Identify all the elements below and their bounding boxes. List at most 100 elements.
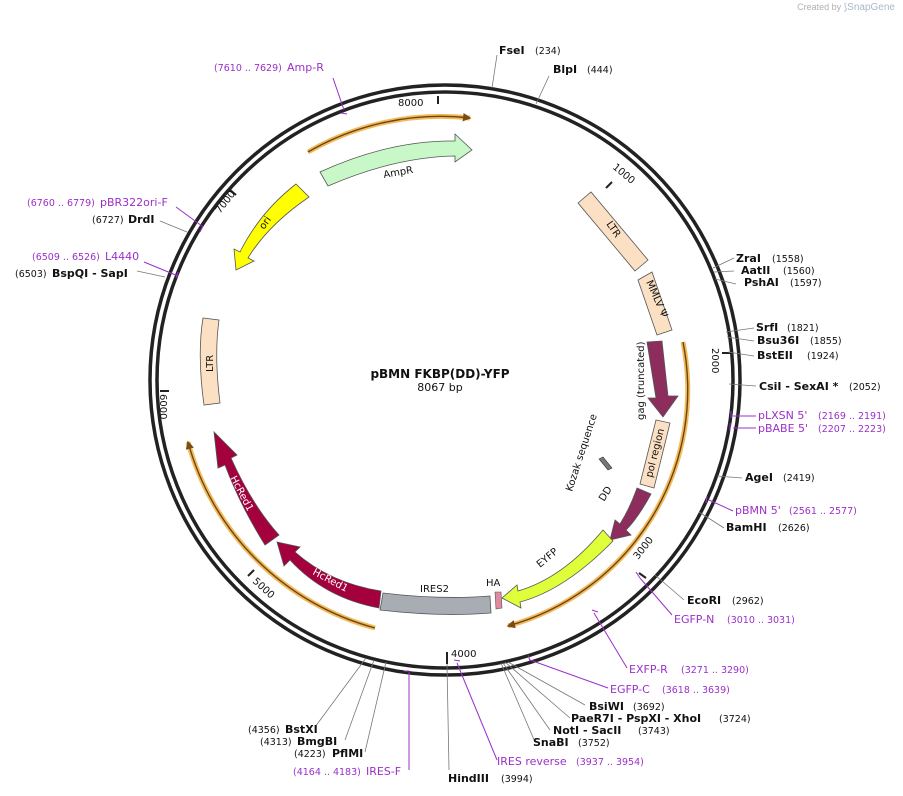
feature-dd[interactable]: DD <box>597 484 652 541</box>
primer-amp-r[interactable]: (7610 .. 7629)Amp-R <box>214 61 324 74</box>
enzyme-pos: (6727) <box>92 215 124 226</box>
enzyme-ecori[interactable]: EcoRI(2962) <box>687 594 764 607</box>
feature-label: Kozak sequence <box>564 413 599 493</box>
tick-4000: 4000 <box>446 649 476 664</box>
primer-egfp-c[interactable]: EGFP-C (3618 .. 3639) <box>610 683 730 696</box>
enzyme-pos: (2419) <box>783 473 815 484</box>
enzyme-srfi[interactable]: SrfI(1821) <box>756 321 819 334</box>
enzyme-bsu36i[interactable]: Bsu36I(1855) <box>757 334 842 347</box>
feature-label: gag (truncated) <box>636 341 647 420</box>
feature-hcred1-lower[interactable]: HcRed1 <box>276 541 382 609</box>
enzyme-bsteii[interactable]: BstEII(1924) <box>757 349 839 362</box>
primer-pos: (3618 .. 3639) <box>662 685 730 696</box>
enzyme-pos: (2626) <box>778 523 810 534</box>
feature-label: HA <box>486 578 501 589</box>
enzyme-name: AgeI <box>745 471 773 484</box>
enzyme-name: NotI - SacII <box>553 724 621 737</box>
enzyme-hindiii[interactable]: HindIII(3994) <box>448 772 533 785</box>
feature-label: EYFP <box>535 546 561 570</box>
primer-l4440[interactable]: (6509 .. 6526)L4440 <box>32 250 139 263</box>
enzyme-drdi[interactable]: DrdI(6727) <box>92 213 155 226</box>
primer-name: EXFP-R <box>629 663 668 676</box>
credit-prefix: Created by <box>797 2 842 12</box>
primer-pos: (7610 .. 7629) <box>214 63 282 74</box>
enzyme-pshai[interactable]: PshAI(1597) <box>744 276 822 289</box>
primer-name: pBMN 5' <box>735 504 781 517</box>
enzyme-name: CsiI - SexAI * <box>759 380 839 393</box>
enzyme-pflmi[interactable]: PflMI (4223) <box>294 747 363 760</box>
feature-gag-truncated[interactable]: gag (truncated) <box>636 340 679 420</box>
feature-eyfp[interactable]: EYFP <box>501 529 614 609</box>
primer-plxsn-5[interactable]: pLXSN 5'(2169 .. 2191) <box>758 409 886 422</box>
enzyme-pos: (234) <box>535 46 561 57</box>
feature-ltr-left[interactable]: LTR <box>199 317 221 406</box>
feature-kozak[interactable]: Kozak sequence <box>564 413 613 493</box>
feature-label: IRES2 <box>420 584 449 595</box>
enzyme-name: FseI <box>499 44 525 57</box>
enzyme-bsiwi[interactable]: BsiWI(3692) <box>589 700 665 713</box>
enzyme-name: PaeR7I - PspXI - XhoI <box>571 712 701 725</box>
enzyme-name: BspQI - SapI <box>52 267 128 280</box>
enzyme-snabi[interactable]: SnaBI(3752) <box>533 736 610 749</box>
primer-pos: (3937 .. 3954) <box>576 757 644 768</box>
enzyme-pos: (3743) <box>638 726 670 737</box>
enzyme-pos: (1597) <box>790 278 822 289</box>
feature-ltr-right[interactable]: LTR <box>577 191 649 272</box>
feature-pol-region[interactable]: pol region <box>639 419 671 489</box>
enzyme-aatii[interactable]: AatII(1560) <box>741 264 815 277</box>
enzyme-zrai[interactable]: ZraI (1558) <box>736 252 804 265</box>
primer-pbmn-5[interactable]: pBMN 5'(2561 .. 2577) <box>735 504 857 517</box>
enzyme-bmgbi[interactable]: BmgBI(4313) <box>260 735 337 748</box>
enzyme-name: BlpI <box>553 63 577 76</box>
tick-label: 1000 <box>610 162 637 187</box>
enzyme-noti-sacii[interactable]: NotI - SacII (3743) <box>553 724 670 737</box>
primer-pos: (4164 .. 4183) <box>293 767 361 778</box>
primer-ires-f[interactable]: (4164 .. 4183)IRES-F <box>293 765 401 778</box>
tick-label: 2000 <box>709 348 720 373</box>
enzyme-name: ZraI <box>736 252 761 265</box>
plasmid-size: 8067 bp <box>417 381 462 394</box>
feature-label: DD <box>597 484 615 503</box>
feature-ires2[interactable]: IRES2 <box>379 584 492 615</box>
tick-2000: 2000 <box>709 348 731 373</box>
enzyme-bspqi-sapi[interactable]: BspQI - SapI(6503) <box>15 267 128 280</box>
primer-leaders <box>143 77 756 770</box>
enzyme-csii-sexai[interactable]: CsiI - SexAI * (2052) <box>759 380 881 393</box>
feature-ha[interactable]: HA <box>486 578 503 610</box>
tick-label: 6000 <box>157 394 168 419</box>
enzyme-name: HindIII <box>448 772 489 785</box>
enzyme-blpi[interactable]: BlpI (444) <box>553 63 613 76</box>
primer-name: EGFP-C <box>610 683 650 696</box>
feature-ori[interactable]: ori <box>233 183 310 271</box>
feature-ampr[interactable]: AmpR <box>319 133 473 187</box>
primer-pbabe-5[interactable]: pBABE 5'(2207 .. 2223) <box>758 422 886 435</box>
enzyme-bamhi[interactable]: BamHI(2626) <box>726 521 810 534</box>
primer-pbr322ori-f[interactable]: (6760 .. 6779)pBR322ori-F <box>27 196 168 209</box>
primer-name: L4440 <box>105 250 139 263</box>
enzyme-pos: (1821) <box>787 323 819 334</box>
enzyme-name: AatII <box>741 264 770 277</box>
primer-exfp-r[interactable]: EXFP-R(3271 .. 3290) <box>629 663 749 676</box>
feature-hcred1-upper[interactable]: HcRed1 <box>213 430 280 546</box>
enzyme-pos: (1558) <box>772 254 804 265</box>
enzyme-name: BsiWI <box>589 700 624 713</box>
orf-arc-ampr-core <box>307 113 472 153</box>
enzyme-pos: (2052) <box>849 382 881 393</box>
enzyme-name: EcoRI <box>687 594 721 607</box>
enzyme-paer7i-pspxi-xhoi[interactable]: PaeR7I - PspXI - XhoI(3724) <box>571 712 751 725</box>
enzyme-pos: (444) <box>587 65 613 76</box>
enzyme-fsei[interactable]: FseI (234) <box>499 44 561 57</box>
feature-mmlv-psi[interactable]: MMLV Ψ <box>637 271 673 336</box>
tick-1000: 1000 <box>605 162 637 189</box>
snapgene-credit: Created by ⟆SnapGene <box>797 2 895 13</box>
enzyme-bstxi[interactable]: BstXI(4356) <box>248 723 318 736</box>
primer-egfp-n[interactable]: EGFP-N(3010 .. 3031) <box>674 613 795 626</box>
enzyme-agei[interactable]: AgeI (2419) <box>745 471 815 484</box>
enzyme-name: PflMI <box>332 747 363 760</box>
enzyme-pos: (4223) <box>294 749 326 760</box>
tick-6000: 6000 <box>157 390 169 419</box>
primer-ires-reverse[interactable]: IRES reverse(3937 .. 3954) <box>497 755 644 768</box>
enzyme-name: BstEII <box>757 349 793 362</box>
primer-name: pBR322ori-F <box>100 196 168 209</box>
